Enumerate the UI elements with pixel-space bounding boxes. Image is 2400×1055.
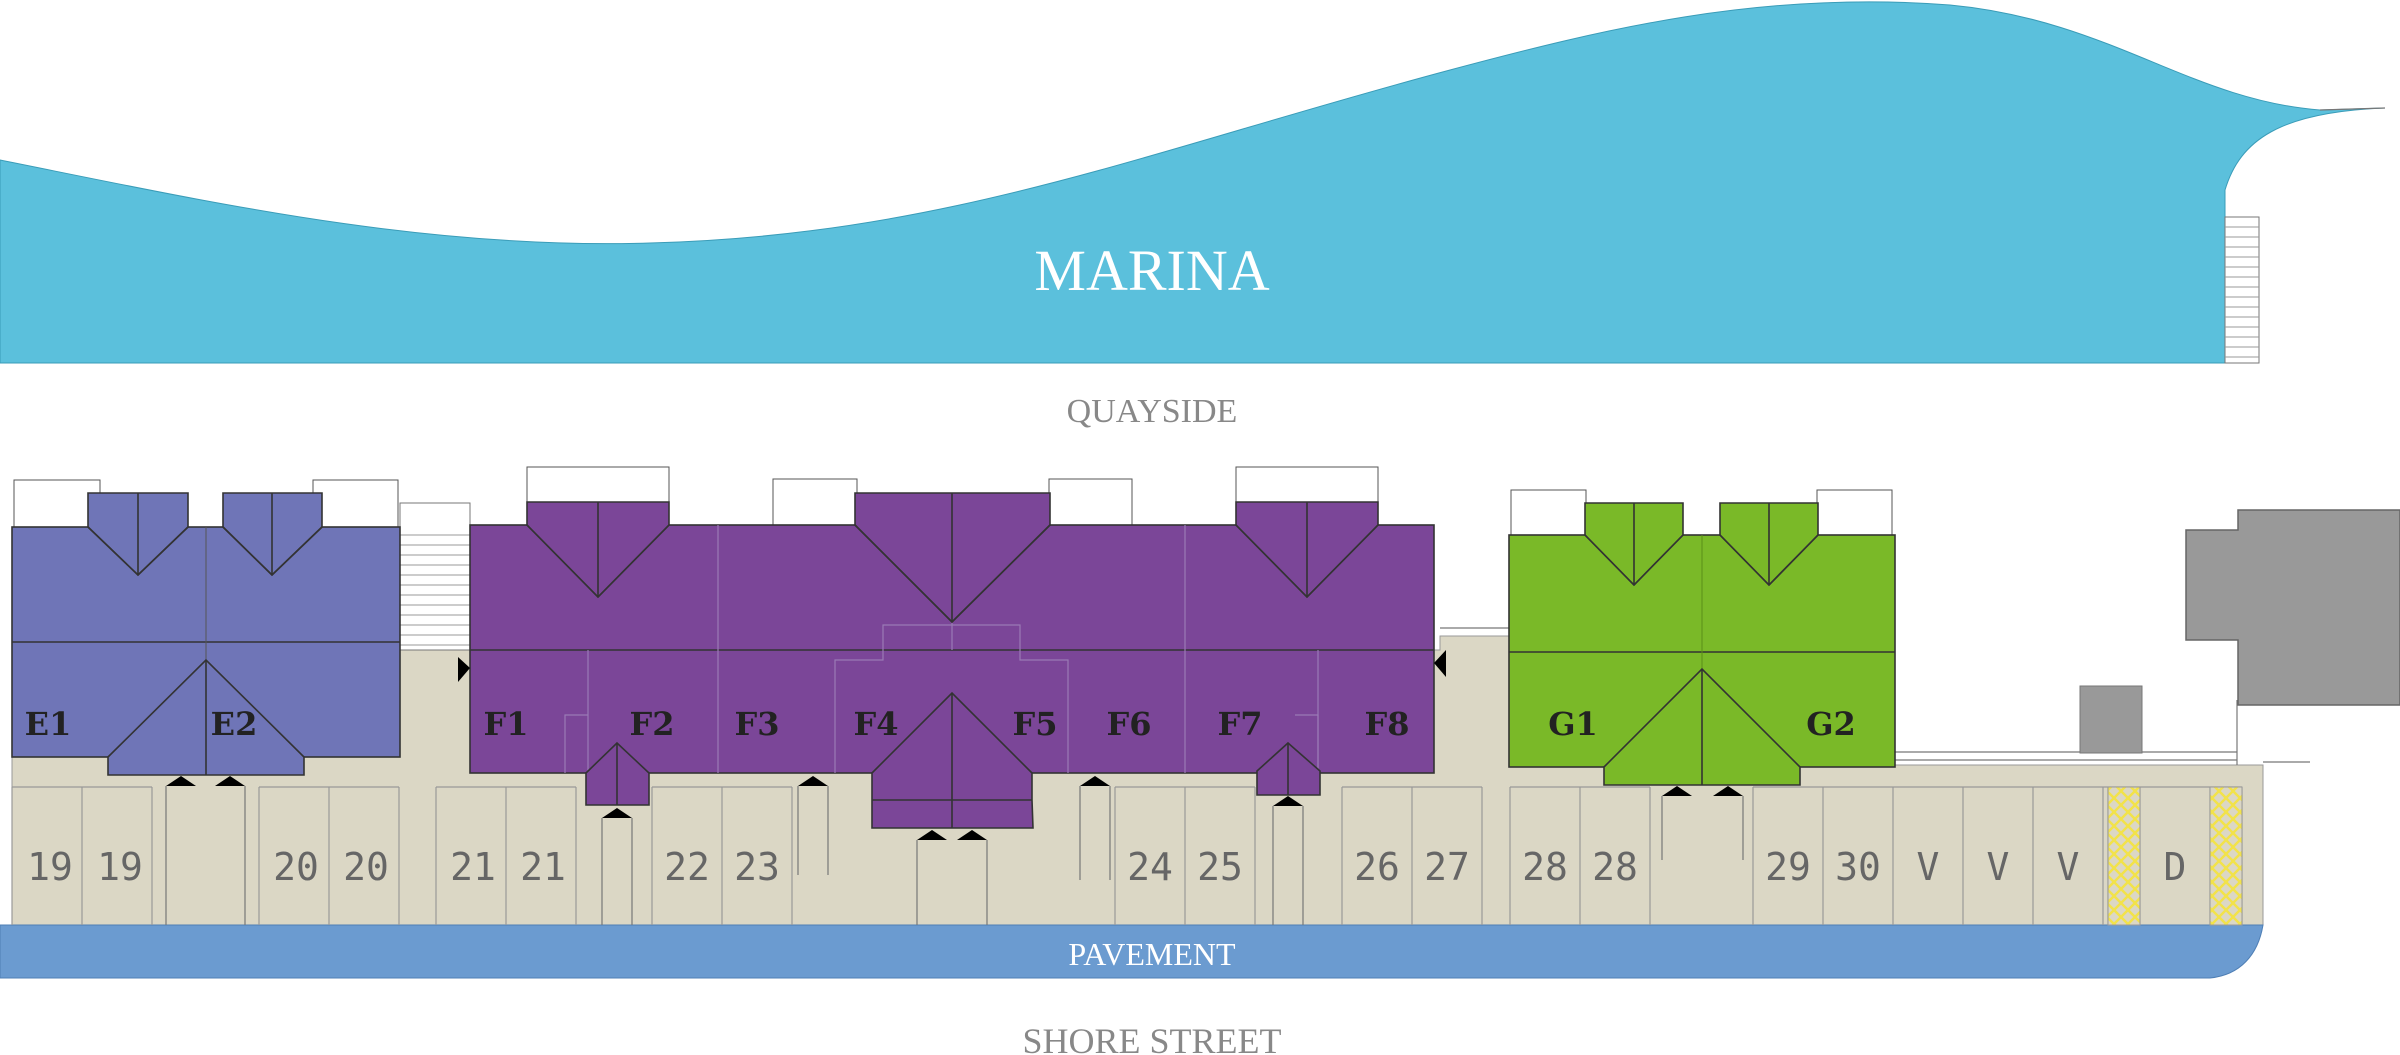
- parking-space-28a: 28: [1522, 845, 1568, 889]
- parking-space-29: 29: [1765, 845, 1811, 889]
- parking-space-27: 27: [1424, 845, 1470, 889]
- block-f: [469, 466, 1435, 829]
- door-paths: [165, 786, 1744, 925]
- hatched-bay-right: [2209, 786, 2243, 926]
- marina-label: MARINA: [1034, 238, 1269, 303]
- parking-space-19b: 19: [97, 845, 143, 889]
- pavement: [0, 924, 2264, 979]
- unit-label-f3: F3: [735, 705, 780, 743]
- parking-space-22: 22: [664, 845, 710, 889]
- marina-steps: [2224, 216, 2260, 364]
- marina-water: [0, 1, 2386, 364]
- block-g: [1508, 489, 1896, 786]
- quayside-label: QUAYSIDE: [1067, 393, 1238, 430]
- unit-label-f2: F2: [630, 705, 675, 743]
- unit-label-f7: F7: [1218, 705, 1263, 743]
- parking-space-visitor-3: V: [2057, 845, 2080, 889]
- parking-space-visitor-1: V: [1917, 845, 1940, 889]
- quay-edge-line: [2319, 107, 2386, 111]
- shore-street-label: SHORE STREET: [1022, 1021, 1281, 1055]
- unit-label-f5: F5: [1013, 705, 1058, 743]
- parking-space-25: 25: [1197, 845, 1243, 889]
- parking-space-disabled: D: [2164, 845, 2187, 889]
- unit-label-f4: F4: [854, 705, 899, 743]
- unit-label-f8: F8: [1365, 705, 1410, 743]
- block-e: [11, 479, 401, 776]
- parking-space-28b: 28: [1592, 845, 1638, 889]
- entrance-markers: [166, 776, 1743, 840]
- unit-label-f1: F1: [484, 705, 529, 743]
- parking-space-19a: 19: [27, 845, 73, 889]
- parking-space-visitor-2: V: [1987, 845, 2010, 889]
- neighbour-building: [2185, 509, 2400, 706]
- parking-space-23: 23: [734, 845, 780, 889]
- parking-space-24: 24: [1127, 845, 1173, 889]
- pavement-label: PAVEMENT: [1068, 936, 1236, 972]
- hatched-bay-left: [2107, 786, 2141, 926]
- parking-space-20a: 20: [273, 845, 319, 889]
- unit-label-e2: E2: [211, 705, 258, 743]
- parking-space-20b: 20: [343, 845, 389, 889]
- unit-label-g1: G1: [1548, 705, 1598, 743]
- parking-space-21b: 21: [520, 845, 566, 889]
- unit-label-g2: G2: [1806, 705, 1856, 743]
- unit-label-e1: E1: [25, 705, 72, 743]
- unit-label-f6: F6: [1107, 705, 1152, 743]
- parking-space-30: 30: [1835, 845, 1881, 889]
- parking-space-21a: 21: [450, 845, 496, 889]
- outbuilding: [2079, 685, 2143, 754]
- parking-space-26: 26: [1354, 845, 1400, 889]
- external-stair: [399, 502, 471, 651]
- parking-bay-lines: [11, 786, 2243, 925]
